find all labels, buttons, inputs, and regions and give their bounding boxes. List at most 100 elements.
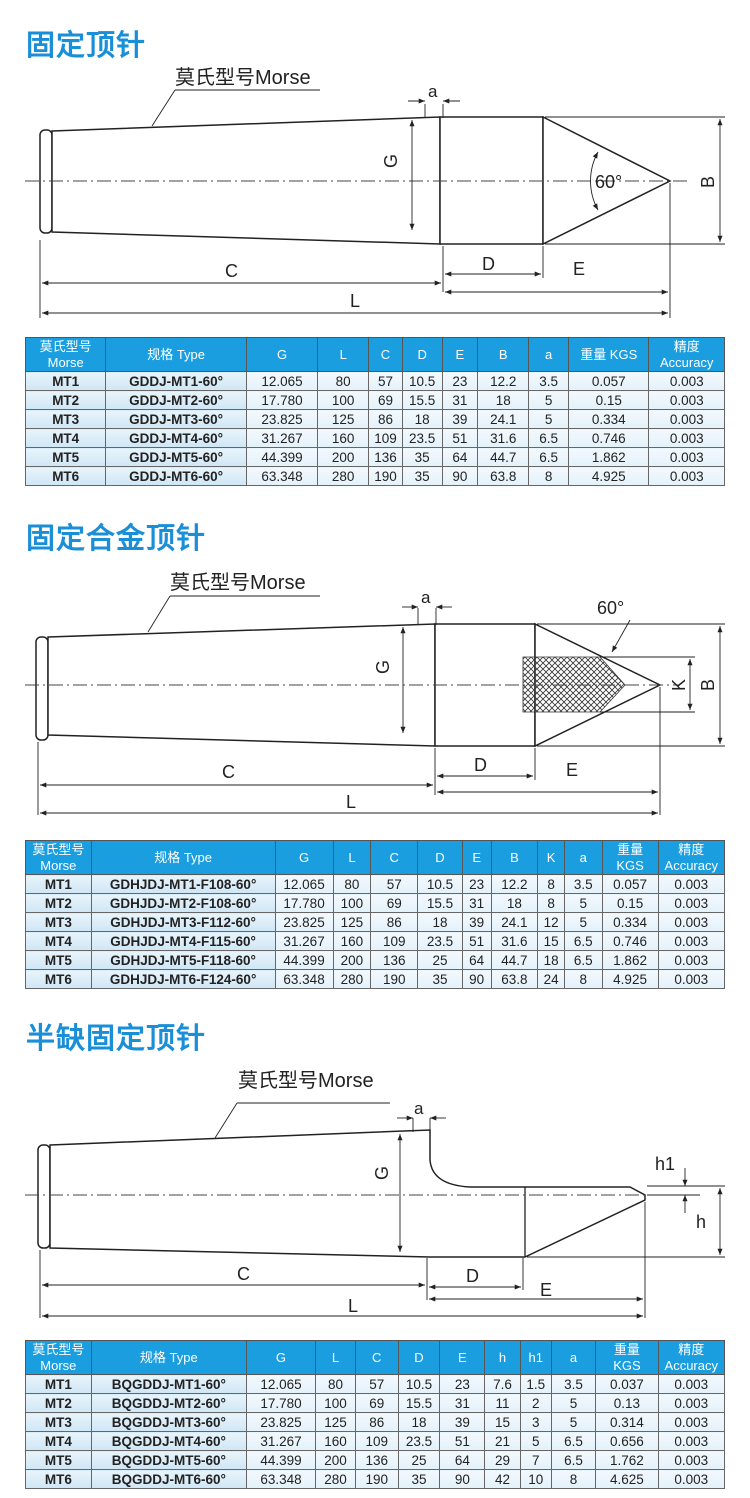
value-cell: 10 [519, 1469, 552, 1489]
value-cell: 0.003 [648, 428, 725, 448]
header-text: h1 [528, 1349, 543, 1365]
value-cell: 15.5 [397, 1393, 441, 1413]
value-cell: 80 [317, 371, 370, 391]
column-header: E [441, 337, 479, 372]
value-cell: 17.780 [274, 893, 334, 913]
header-text: KGS [616, 857, 644, 873]
morse-cell: MT1 [25, 1374, 92, 1394]
value-cell: 109 [370, 931, 419, 951]
value-cell: 5 [550, 1393, 597, 1413]
morse-cell: MT4 [25, 931, 92, 951]
value-cell: 0.003 [657, 1374, 726, 1394]
value-cell: 4.625 [595, 1469, 659, 1489]
column-header: K [537, 840, 565, 875]
value-cell: 0.13 [595, 1393, 659, 1413]
value-cell: 6.5 [550, 1450, 597, 1470]
header-text: E [458, 1349, 467, 1365]
value-cell: 0.003 [648, 371, 725, 391]
value-cell: 39 [439, 1412, 486, 1432]
value-cell: 7.6 [484, 1374, 521, 1394]
header-text: D [417, 346, 427, 362]
morse-cell: MT3 [25, 912, 92, 932]
value-cell: 190 [368, 466, 403, 486]
column-header: C [368, 337, 403, 372]
column-header: L [332, 840, 372, 875]
type-cell: BQGDDJ-MT1-60° [90, 1374, 247, 1394]
section-title-fixed-center: 固定顶针 [26, 30, 147, 62]
column-header: E [439, 1340, 486, 1375]
value-cell: 64 [461, 950, 492, 970]
value-cell: 0.003 [657, 1450, 726, 1470]
value-cell: 136 [370, 950, 419, 970]
type-cell: BQGDDJ-MT6-60° [90, 1469, 247, 1489]
value-cell: 11 [484, 1393, 521, 1413]
value-cell: 15.5 [417, 893, 463, 913]
value-cell: 69 [370, 893, 419, 913]
value-cell: 12 [537, 912, 565, 932]
value-cell: 5 [528, 409, 570, 429]
header-text: Accuracy [664, 857, 718, 873]
value-cell: 10.5 [397, 1374, 441, 1394]
morse-cell: MT6 [24, 466, 107, 486]
value-cell: 8 [550, 1469, 597, 1489]
header-text: 精度 [678, 1341, 705, 1357]
type-cell: GDDJ-MT5-60° [105, 447, 247, 467]
value-cell: 0.15 [601, 893, 659, 913]
column-header: G [245, 337, 319, 372]
value-cell: 39 [461, 912, 492, 932]
value-cell: 4.925 [601, 969, 659, 989]
value-cell: 31.267 [274, 931, 334, 951]
angle-label: 60° [595, 172, 622, 192]
value-cell: 31 [441, 390, 479, 410]
header-text: Accuracy [659, 354, 714, 370]
morse-cell: MT1 [25, 874, 92, 894]
value-cell: 5 [528, 390, 570, 410]
value-cell: 0.003 [657, 1431, 726, 1451]
value-cell: 8 [563, 969, 603, 989]
header-text: 规格 Type [147, 346, 206, 362]
morse-label: 莫氏型号Morse [175, 66, 311, 89]
column-header: a [550, 1340, 597, 1375]
value-cell: 24.1 [477, 409, 530, 429]
value-cell: 23.5 [401, 428, 443, 448]
value-cell: 23.825 [245, 1412, 317, 1432]
value-cell: 1.862 [568, 447, 650, 467]
value-cell: 136 [354, 1450, 399, 1470]
header-text: 精度 [673, 338, 700, 354]
value-cell: 23.825 [274, 912, 334, 932]
header-text: a [545, 346, 553, 362]
value-cell: 86 [370, 912, 419, 932]
value-cell: 5 [563, 893, 603, 913]
value-cell: 63.348 [245, 1469, 317, 1489]
value-cell: 5 [519, 1431, 552, 1451]
morse-cell: MT6 [25, 1469, 92, 1489]
value-cell: 31.267 [245, 428, 319, 448]
header-text: G [298, 849, 310, 865]
column-header: 规格 Type [105, 337, 247, 372]
value-cell: 0.656 [595, 1431, 659, 1451]
value-cell: 0.003 [657, 912, 726, 932]
value-cell: 64 [439, 1450, 486, 1470]
header-text: 重量 [613, 1341, 640, 1357]
header-text: 莫氏型号 [32, 841, 85, 857]
value-cell: 80 [332, 874, 372, 894]
value-cell: 12.065 [274, 874, 334, 894]
column-header: 重量 KGS [568, 337, 650, 372]
value-cell: 18 [417, 912, 463, 932]
dim-k: K [669, 679, 689, 691]
value-cell: 5 [563, 912, 603, 932]
value-cell: 100 [317, 390, 370, 410]
value-cell: 1.862 [601, 950, 659, 970]
header-text: D [414, 1349, 424, 1365]
